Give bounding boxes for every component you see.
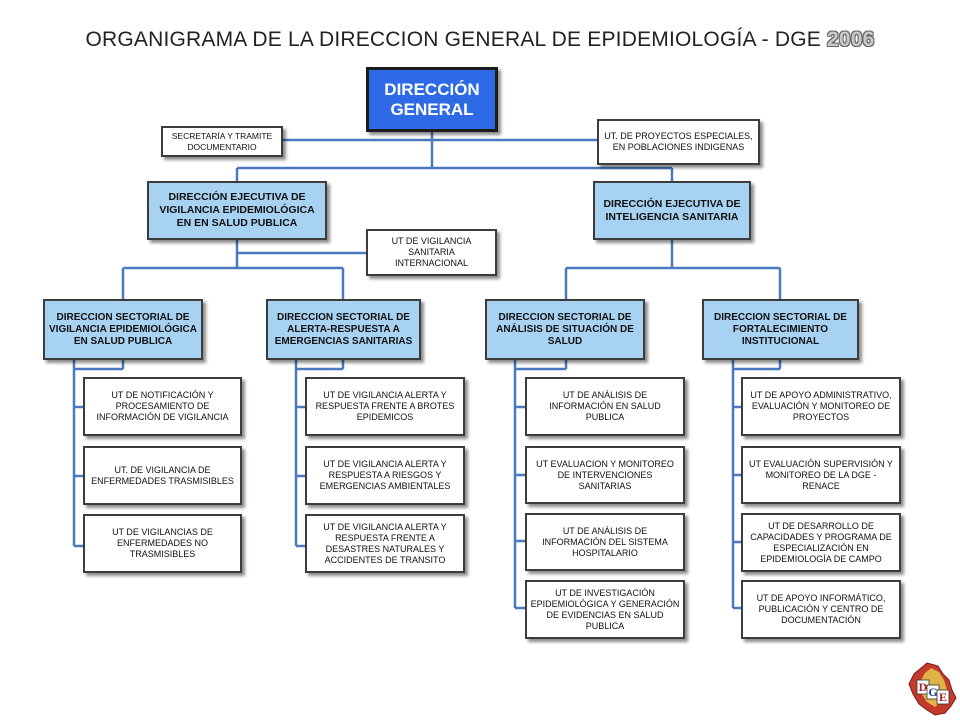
title-year: 2006 xyxy=(827,28,875,51)
dge-logo: D G E xyxy=(908,662,957,716)
ut-label: UT DE ANÁLISIS DE INFORMACIÓN EN SALUD P… xyxy=(549,390,661,422)
ut-vigilancia-internacional-box: UT DE VIGILANCIA SANITARIA INTERNACIONAL xyxy=(366,229,497,276)
ejecutiva-vigilancia-box: DIRECCIÓN EJECUTIVA DE VIGILANCIA EPIDEM… xyxy=(147,181,327,240)
direccion-general-box: DIRECCIÓN GENERAL xyxy=(366,67,498,132)
proyectos-especiales-label: UT. DE PROYECTOS ESPECIALES, EN POBLACIO… xyxy=(604,131,753,152)
ut-box: UT DE INVESTIGACIÓN EPIDEMIOLÓGICA Y GEN… xyxy=(525,580,685,639)
page-title: ORGANIGRAMA DE LA DIRECCION GENERAL DE E… xyxy=(0,28,960,52)
ut-box: UT. DE VIGILANCIA DE ENFERMEDADES TRASMI… xyxy=(83,446,242,505)
title-text: ORGANIGRAMA DE LA DIRECCION GENERAL DE E… xyxy=(85,28,821,51)
ut-box: UT DE NOTIFICACIÓN Y PROCESAMIENTO DE IN… xyxy=(83,377,242,436)
ut-box: UT DE ANÁLISIS DE INFORMACIÓN EN SALUD P… xyxy=(525,377,685,436)
ut-box: UT DE APOYO INFORMÁTICO, PUBLICACIÓN Y C… xyxy=(741,580,901,639)
ut-box: UT DE ANÁLISIS DE INFORMACIÓN DEL SISTEM… xyxy=(525,513,685,571)
ut-label: UT DE VIGILANCIA ALERTA Y RESPUESTA A RI… xyxy=(319,459,451,491)
sectorial-fortalecimiento-box: DIRECCION SECTORIAL DE FORTALECIMIENTO I… xyxy=(702,299,859,360)
ut-label: UT DE APOYO ADMINISTRATIVO, EVALUACIÓN Y… xyxy=(750,390,892,422)
ut-vigilancia-internacional-label: UT DE VIGILANCIA SANITARIA INTERNACIONAL xyxy=(391,236,472,268)
secretaria-label: SECRETARÍA Y TRAMITE DOCUMENTARIO xyxy=(171,131,273,152)
ut-label: UT DE INVESTIGACIÓN EPIDEMIOLÓGICA Y GEN… xyxy=(530,587,680,631)
logo-letter-e: E xyxy=(939,690,947,704)
ut-box: UT DE VIGILANCIA ALERTA Y RESPUESTA A RI… xyxy=(305,446,465,505)
ut-box: UT DE VIGILANCIA ALERTA Y RESPUESTA FREN… xyxy=(305,514,465,573)
ut-label: UT DE APOYO INFORMÁTICO, PUBLICACIÓN Y C… xyxy=(756,593,886,625)
direccion-general-label: DIRECCIÓN GENERAL xyxy=(384,79,480,119)
ut-label: UT DE ANÁLISIS DE INFORMACIÓN DEL SISTEM… xyxy=(542,525,668,558)
ut-label: UT EVALUACION Y MONITOREO DE INTERVENCIO… xyxy=(536,458,674,491)
ut-box: UT DE DESARROLLO DE CAPACIDADES Y PROGRA… xyxy=(741,513,901,572)
ut-label: UT DE VIGILANCIA ALERTA Y RESPUESTA FREN… xyxy=(323,521,447,565)
sectorial-alerta-respuesta-box: DIRECCION SECTORIAL DE ALERTA-RESPUESTA … xyxy=(266,299,421,360)
ut-box: UT DE VIGILANCIA ALERTA Y RESPUESTA FREN… xyxy=(305,377,465,436)
ut-box: UT DE VIGILANCIAS DE ENFERMEDADES NO TRA… xyxy=(83,514,242,573)
proyectos-especiales-box: UT. DE PROYECTOS ESPECIALES, EN POBLACIO… xyxy=(597,119,760,165)
sectorial-fortalecimiento-label: DIRECCION SECTORIAL DE FORTALECIMIENTO I… xyxy=(714,311,847,347)
ut-box: UT EVALUACION Y MONITOREO DE INTERVENCIO… xyxy=(525,446,685,504)
sectorial-analisis-label: DIRECCION SECTORIAL DE ANÁLISIS DE SITUA… xyxy=(496,311,634,347)
sectorial-alerta-respuesta-label: DIRECCION SECTORIAL DE ALERTA-RESPUESTA … xyxy=(274,311,413,347)
sectorial-vigilancia-label: DIRECCION SECTORIAL DE VIGILANCIA EPIDEM… xyxy=(49,311,197,347)
ut-label: UT DE DESARROLLO DE CAPACIDADES Y PROGRA… xyxy=(750,520,892,564)
ejecutiva-inteligencia-box: DIRECCIÓN EJECUTIVA DE INTELIGENCIA SANI… xyxy=(593,181,751,240)
ut-label: UT DE VIGILANCIAS DE ENFERMEDADES NO TRA… xyxy=(112,527,213,559)
logo-letter-g: G xyxy=(928,685,937,699)
ut-label: UT DE NOTIFICACIÓN Y PROCESAMIENTO DE IN… xyxy=(96,390,229,422)
ut-label: UT. DE VIGILANCIA DE ENFERMEDADES TRASMI… xyxy=(91,464,234,486)
ejecutiva-vigilancia-label: DIRECCIÓN EJECUTIVA DE VIGILANCIA EPIDEM… xyxy=(159,191,315,229)
secretaria-box: SECRETARÍA Y TRAMITE DOCUMENTARIO xyxy=(161,126,283,157)
ejecutiva-inteligencia-label: DIRECCIÓN EJECUTIVA DE INTELIGENCIA SANI… xyxy=(603,197,741,223)
ut-box: UT EVALUACIÓN SUPERVISIÓN Y MONITOREO DE… xyxy=(741,446,901,504)
ut-label: UT DE VIGILANCIA ALERTA Y RESPUESTA FREN… xyxy=(315,390,455,422)
logo-letter-d: D xyxy=(919,680,928,694)
ut-label: UT EVALUACIÓN SUPERVISIÓN Y MONITOREO DE… xyxy=(749,458,893,491)
ut-box: UT DE APOYO ADMINISTRATIVO, EVALUACIÓN Y… xyxy=(741,377,901,436)
sectorial-vigilancia-box: DIRECCION SECTORIAL DE VIGILANCIA EPIDEM… xyxy=(43,299,203,360)
sectorial-analisis-box: DIRECCION SECTORIAL DE ANÁLISIS DE SITUA… xyxy=(485,299,645,360)
